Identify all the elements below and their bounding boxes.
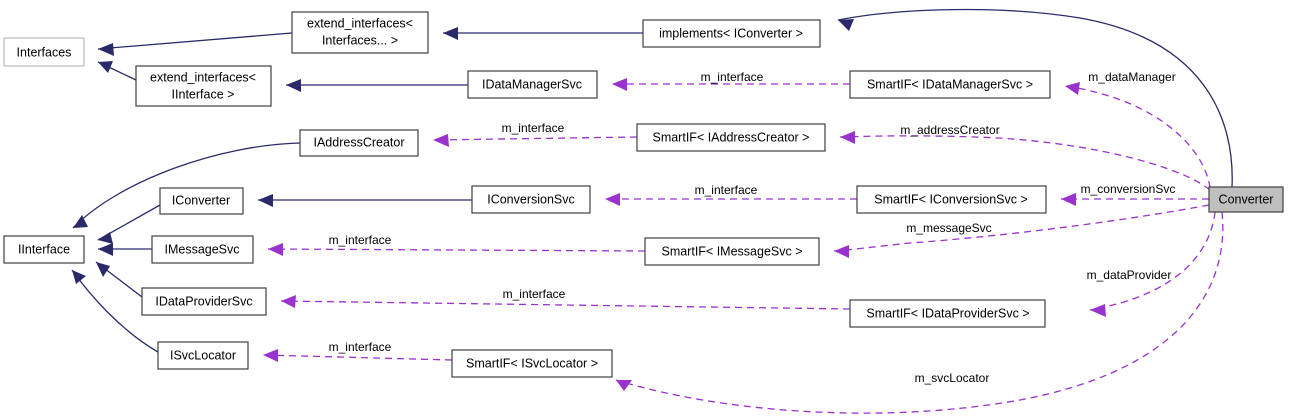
edge-implements-to-extend-interfaces-pack [443,27,643,40]
edge-label-m-interface-conversionsvc: m_interface [695,183,758,197]
edge-smartif-imessagesvc-to-imessagesvc [267,243,646,256]
node-iconversionsvc[interactable]: IConversionSvc [471,185,591,214]
edge-label-m-interface-addresscreator: m_interface [502,121,565,135]
node-label-smartif-imessagesvc: SmartIF< IMessageSvc > [661,244,802,258]
node-smartif-idataprovidersvc[interactable]: SmartIF< IDataProviderSvc > [849,299,1046,328]
node-iinterface[interactable]: IInterface [3,235,85,264]
edge-idatamanagersvc-to-extend-interfaces-iinterface [286,79,468,92]
node-label-smartif-isvclocator: SmartIF< ISvcLocator > [466,356,598,370]
node-label-isvclocator: ISvcLocator [170,348,236,362]
edge-labels: m_interface m_dataManager m_interface m_… [329,70,1176,385]
node-isvclocator[interactable]: ISvcLocator [157,341,249,370]
node-imessagesvc[interactable]: IMessageSvc [151,235,254,264]
node-idataprovidersvc[interactable]: IDataProviderSvc [141,287,267,316]
edge-idataprovidersvc-to-iinterface [95,261,143,298]
node-implements-iconverter[interactable]: implements< IConverter > [642,19,821,48]
edge-converter-to-implements [837,8,1233,188]
node-label-smartif-idataprovidersvc: SmartIF< IDataProviderSvc > [866,306,1029,320]
edge-smartif-iconversionsvc-to-iconversionsvc [605,193,857,206]
node-label-extend-interfaces-iinterface-line2: IInterface > [172,87,235,101]
node-smartif-imessagesvc[interactable]: SmartIF< IMessageSvc > [644,237,820,266]
edge-label-m-svclocator: m_svcLocator [915,371,990,385]
edge-converter-to-smartif-iaddresscreator [839,131,1211,191]
node-label-smartif-idatamanagersvc: SmartIF< IDataManagerSvc > [867,77,1033,91]
node-extend-interfaces-pack[interactable]: extend_interfaces< Interfaces... > [291,11,429,54]
node-label-implements-iconverter: implements< IConverter > [659,26,803,40]
node-iaddresscreator[interactable]: IAddressCreator [299,129,419,157]
node-label-iaddresscreator: IAddressCreator [313,135,404,149]
node-label-smartif-iaddresscreator: SmartIF< IAddressCreator > [652,130,809,144]
node-label-extend-interfaces-pack-line2: Interfaces... > [322,33,398,47]
node-label-extend-interfaces-iinterface-line1: extend_interfaces< [150,70,256,84]
edge-smartif-idataprovidersvc-to-idataprovidersvc [280,295,851,310]
edge-label-m-interface-dataprovidersvc: m_interface [503,287,566,301]
edge-iaddresscreator-to-iinterface [72,142,301,229]
node-iconverter[interactable]: IConverter [159,187,244,215]
node-interfaces[interactable]: Interfaces [3,37,85,67]
node-label-converter: Converter [1219,192,1274,206]
edge-label-m-interface-messagesvc: m_interface [329,233,392,247]
node-smartif-iconversionsvc[interactable]: SmartIF< IConversionSvc > [856,185,1047,214]
node-label-smartif-iconversionsvc: SmartIF< IConversionSvc > [874,192,1028,206]
edge-converter-to-smartif-imessagesvc [833,204,1210,258]
edge-iconverter-to-iinterface [97,204,161,244]
node-label-imessagesvc: IMessageSvc [164,242,239,256]
edge-extend-interfaces-iinterface-to-interfaces [97,61,137,81]
edge-converter-to-smartif-isvclocator [615,211,1224,414]
edge-label-m-conversionsvc: m_conversionSvc [1081,182,1176,196]
edge-imessagesvc-to-iinterface [98,243,152,256]
node-label-extend-interfaces-pack-line1: extend_interfaces< [307,16,413,30]
edge-label-m-datamanager: m_dataManager [1088,70,1175,84]
edge-label-m-dataprovider: m_dataProvider [1087,268,1172,282]
edge-label-m-addresscreator: m_addressCreator [900,123,999,137]
edge-label-m-interface-svclocator: m_interface [329,340,392,354]
edge-iconversionsvc-to-iconverter [258,194,472,207]
edge-smartif-isvclocator-to-isvclocator [262,349,453,362]
edge-converter-to-smartif-iconversionsvc [1061,193,1209,206]
node-converter[interactable]: Converter [1208,186,1284,213]
node-smartif-iaddresscreator[interactable]: SmartIF< IAddressCreator > [636,123,826,152]
node-label-iinterface: IInterface [18,242,70,256]
node-label-iconverter: IConverter [172,193,230,207]
edge-converter-to-smartif-idataprovidersvc [1089,211,1216,317]
edge-isvclocator-to-iinterface [71,269,159,353]
node-smartif-idatamanagersvc[interactable]: SmartIF< IDataManagerSvc > [849,70,1051,99]
node-label-idataprovidersvc: IDataProviderSvc [155,294,252,308]
edge-label-m-interface-datamanager: m_interface [701,70,764,84]
node-label-interfaces: Interfaces [17,45,72,59]
edge-smartif-idatamanagersvc-to-idatamanagersvc [612,78,850,91]
edge-smartif-iaddresscreator-to-iaddresscreator [432,134,638,147]
inheritance-edges [71,8,1233,353]
nodes: Interfaces extend_interfaces< Interfaces… [3,11,1284,378]
node-smartif-isvclocator[interactable]: SmartIF< ISvcLocator > [451,349,613,378]
edge-label-m-messagesvc: m_messageSvc [906,221,991,235]
node-label-iconversionsvc: IConversionSvc [487,192,575,206]
node-idatamanagersvc[interactable]: IDataManagerSvc [467,70,598,99]
node-extend-interfaces-iinterface[interactable]: extend_interfaces< IInterface > [135,65,272,107]
usage-edges [262,78,1224,414]
node-label-idatamanagersvc: IDataManagerSvc [482,77,582,91]
edge-converter-to-smartif-idatamanagersvc [1064,82,1211,189]
edge-extend-interfaces-pack-to-interfaces [97,32,293,56]
